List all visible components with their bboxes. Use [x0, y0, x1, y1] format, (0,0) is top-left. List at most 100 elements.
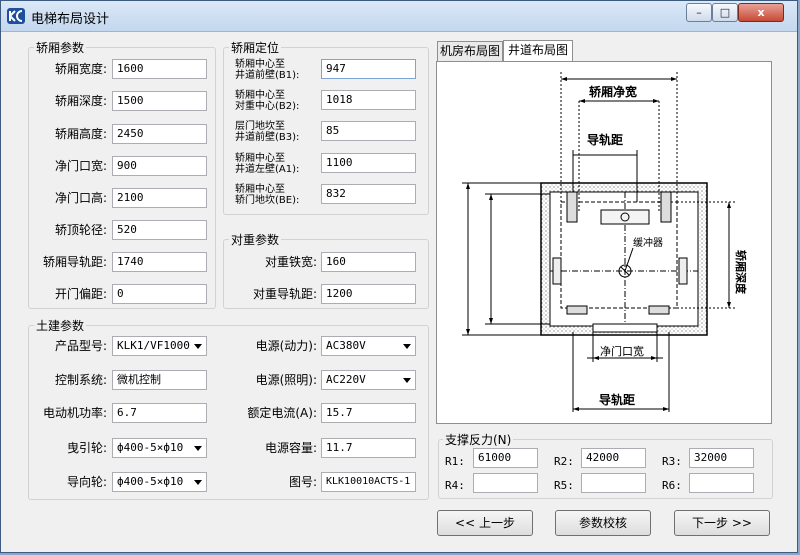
b1-label-line1: 轿厢中心至 — [235, 59, 285, 70]
lighting-supply-label: 电源(照明): — [255, 373, 317, 387]
power-supply-label: 电源(动力): — [255, 339, 317, 353]
guide-span-top-dim-label: 导轨距 — [587, 132, 623, 147]
motor-power-input[interactable]: 6.7 — [112, 403, 207, 423]
power-capacity-input[interactable]: 11.7 — [321, 438, 416, 458]
rated-current-input[interactable]: 15.7 — [321, 403, 416, 423]
app-logo-icon — [7, 8, 25, 24]
door-width-label: 净门口宽: — [54, 159, 107, 173]
car-width-dim-label: 轿厢净宽 — [589, 84, 637, 99]
door-height-input[interactable]: 2100 — [112, 188, 207, 208]
tab-machine-room-layout[interactable]: 机房布局图 — [437, 41, 503, 61]
door-offset-input[interactable]: 0 — [112, 284, 207, 304]
be-input[interactable]: 832 — [321, 184, 416, 204]
prev-step-button[interactable]: << 上一步 — [437, 510, 533, 536]
minimize-icon: – — [696, 6, 702, 19]
b2-label-line2: 对重中心(B2): — [235, 101, 300, 112]
product-model-select[interactable]: KLK1/VF1000 — [112, 336, 207, 356]
chevron-down-icon — [403, 344, 411, 349]
guide-sheave-select[interactable]: ф400-5×ф10 — [112, 472, 207, 492]
a1-label-line1: 轿厢中心至 — [235, 153, 285, 164]
chevron-down-icon — [194, 446, 202, 451]
cw-width-input[interactable]: 160 — [321, 252, 416, 272]
door-width-input[interactable]: 900 — [112, 156, 207, 176]
guide-sheave-label: 导向轮: — [66, 475, 107, 489]
b2-input[interactable]: 1018 — [321, 90, 416, 110]
car-position-title: 轿厢定位 — [229, 41, 282, 55]
car-depth-dim-label: 轿厢深度 — [734, 250, 748, 295]
b3-input[interactable]: 85 — [321, 121, 416, 141]
tab-hoistway-layout[interactable]: 井道布局图 — [503, 40, 573, 62]
r5-input[interactable] — [581, 473, 646, 493]
car-width-input[interactable]: 1600 — [112, 59, 207, 79]
lighting-supply-select[interactable]: AC220V — [321, 370, 416, 390]
drawing-number-input[interactable]: KLK10010ACTS-1 — [321, 472, 416, 492]
rated-current-label: 额定电流(A): — [247, 406, 317, 420]
civil-params-title: 土建参数 — [34, 319, 87, 333]
motor-power-label: 电动机功率: — [42, 406, 107, 420]
b2-label-line1: 轿厢中心至 — [235, 90, 285, 101]
r2-input[interactable]: 42000 — [581, 448, 646, 468]
hoistway-layout-diagram: 轿厢净宽 导轨距 缓冲器 轿厢深度 净门口宽 导轨距 — [436, 61, 772, 424]
be-label-line1: 轿厢中心至 — [235, 184, 285, 195]
r3-label: R3: — [662, 455, 682, 468]
cw-guide-span-label: 对重导轨距: — [252, 287, 317, 301]
control-system-input[interactable]: 微机控制 — [112, 370, 207, 390]
control-system-label: 控制系统: — [54, 373, 107, 387]
door-height-label: 净门口高: — [54, 191, 107, 205]
door-offset-label: 开门偏距: — [54, 287, 107, 301]
car-guide-span-input[interactable]: 1740 — [112, 252, 207, 272]
car-position-group — [223, 47, 429, 215]
car-depth-label: 轿厢深度: — [54, 94, 107, 108]
next-step-button[interactable]: 下一步 >> — [674, 510, 770, 536]
b3-label-line1: 层门地坎至 — [235, 121, 285, 132]
chevron-down-icon — [194, 480, 202, 485]
hoistway-drawing: 轿厢净宽 导轨距 缓冲器 轿厢深度 净门口宽 导轨距 — [462, 72, 748, 412]
guide-span-bottom-dim-label: 导轨距 — [599, 392, 635, 407]
car-width-label: 轿厢宽度: — [54, 62, 107, 76]
a1-label-line2: 井道左壁(A1): — [235, 164, 300, 175]
r1-input[interactable]: 61000 — [473, 448, 538, 468]
product-model-label: 产品型号: — [54, 339, 107, 353]
car-depth-input[interactable]: 1500 — [112, 91, 207, 111]
support-reaction-group — [438, 439, 773, 499]
close-button[interactable]: x — [738, 3, 784, 22]
traction-sheave-select[interactable]: ф400-5×ф10 — [112, 438, 207, 458]
r6-input[interactable] — [689, 473, 754, 493]
r3-input[interactable]: 32000 — [689, 448, 754, 468]
buffer-label: 缓冲器 — [633, 236, 663, 249]
cw-guide-span-input[interactable]: 1200 — [321, 284, 416, 304]
car-params-title: 轿厢参数 — [34, 41, 87, 55]
title-bar: 电梯布局设计 – □ x — [1, 1, 797, 32]
b1-input[interactable]: 947 — [321, 59, 416, 79]
car-params-group — [28, 47, 216, 309]
car-height-input[interactable]: 2450 — [112, 124, 207, 144]
window-title: 电梯布局设计 — [31, 12, 110, 27]
sheave-diameter-label: 轿顶轮径: — [54, 223, 107, 237]
chevron-down-icon — [403, 378, 411, 383]
maximize-icon: □ — [719, 6, 731, 19]
maximize-button[interactable]: □ — [712, 3, 738, 22]
check-params-button[interactable]: 参数校核 — [555, 510, 651, 536]
b3-label-line2: 井道前壁(B3): — [235, 132, 300, 143]
civil-params-group — [28, 325, 429, 500]
r4-input[interactable] — [473, 473, 538, 493]
r1-label: R1: — [445, 455, 465, 468]
sheave-diameter-input[interactable]: 520 — [112, 220, 207, 240]
car-height-label: 轿厢高度: — [54, 127, 107, 141]
power-capacity-label: 电源容量: — [264, 441, 317, 455]
power-supply-select[interactable]: AC380V — [321, 336, 416, 356]
close-icon: x — [757, 6, 765, 19]
door-width-dim-label: 净门口宽 — [600, 344, 644, 358]
counterweight-title: 对重参数 — [229, 233, 282, 247]
car-guide-span-label: 轿厢导轨距: — [42, 255, 107, 269]
be-label-line2: 轿门地坎(BE): — [235, 195, 300, 206]
chevron-down-icon — [194, 344, 202, 349]
a1-input[interactable]: 1100 — [321, 153, 416, 173]
cw-width-label: 对重铁宽: — [264, 255, 317, 269]
minimize-button[interactable]: – — [686, 3, 712, 22]
r4-label: R4: — [445, 479, 465, 492]
traction-sheave-label: 曳引轮: — [66, 441, 107, 455]
r6-label: R6: — [662, 479, 682, 492]
r2-label: R2: — [554, 455, 574, 468]
